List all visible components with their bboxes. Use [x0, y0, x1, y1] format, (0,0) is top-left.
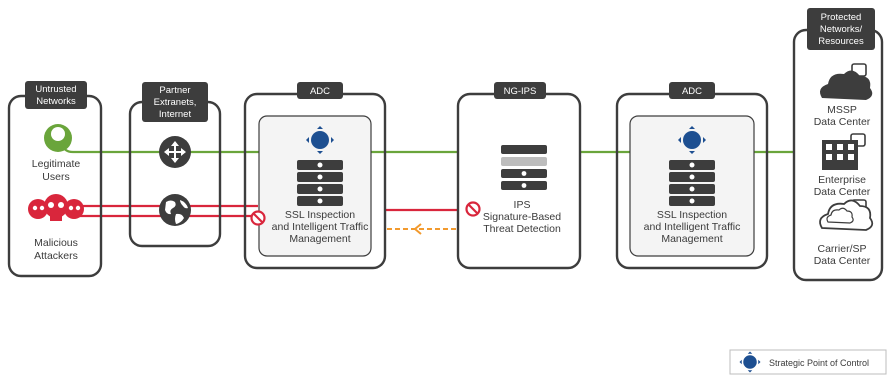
partner-header [142, 82, 208, 122]
protected-header-line1: Protected [821, 12, 862, 23]
adc-left-header [297, 82, 343, 99]
ngips-label-line1: IPS [514, 199, 531, 211]
legitimate-users-line2: Users [42, 171, 69, 183]
adc-left-label-line1: SSL Inspection [285, 209, 355, 221]
adc-right-label-line2: and Intelligent Traffic [644, 221, 741, 233]
router-icon [159, 136, 191, 168]
carrier-label-line2: Data Center [814, 255, 871, 267]
partner-header-line1: Partner [159, 85, 190, 96]
adc-right-label-line1: SSL Inspection [657, 209, 727, 221]
building-icon [822, 133, 866, 170]
skull-icon [28, 194, 84, 221]
protected-header [807, 8, 875, 50]
ips-block-icon [465, 201, 481, 217]
adc-right-header-label: ADC [682, 86, 702, 97]
untrusted-header [25, 81, 87, 109]
cloud-icon [820, 63, 873, 100]
carrier-label-line1: Carrier/SP [817, 243, 866, 255]
untrusted-header-line1: Untrusted [35, 84, 76, 95]
enterprise-label-line1: Enterprise [818, 174, 866, 186]
legend-label: Strategic Point of Control [769, 358, 869, 368]
mssp-label-line1: MSSP [827, 104, 857, 116]
ngips-label-line3: Threat Detection [483, 223, 561, 235]
protected-header-line2: Networks/ [820, 24, 863, 35]
cloud-outline-icon [819, 199, 874, 231]
malicious-attackers-line2: Attackers [34, 250, 78, 262]
ngips-label-line2: Signature-Based [483, 211, 561, 223]
ngips-header [494, 82, 546, 99]
legend: Strategic Point of Control [729, 349, 887, 375]
user-icon [44, 124, 72, 152]
mssp-label-line2: Data Center [814, 116, 871, 128]
protected-zone: Protected Networks/ Resources MSSP Data … [792, 8, 884, 282]
adc-right-box: ADC SSL Inspection and Intelligent Traff… [615, 82, 769, 270]
protected-header-line3: Resources [818, 36, 864, 47]
ips-server-icon [501, 145, 547, 190]
untrusted-zone: Untrusted Networks Legitimate Users Mali… [7, 81, 103, 278]
legitimate-users-line1: Legitimate [32, 158, 81, 170]
ngips-box: NG-IPS IPS Signature-Based Threat Detect… [456, 82, 582, 270]
return-dashed-line [387, 223, 458, 235]
partner-header-line2: Extranets, [154, 97, 197, 108]
block-icon [250, 210, 266, 226]
adc-left-label-line2: and Intelligent Traffic [272, 221, 369, 233]
malicious-attackers-line1: Malicious [34, 237, 78, 249]
adc-left-box: ADC SSL Inspection and Intelligent Traff… [243, 82, 387, 270]
adc-right-label-line3: Management [661, 233, 722, 245]
untrusted-header-line2: Networks [36, 96, 76, 107]
partner-header-line3: Internet [159, 109, 192, 120]
ngips-header-label: NG-IPS [504, 86, 537, 97]
adc-right-header [669, 82, 715, 99]
globe-icon [159, 194, 191, 226]
adc-left-header-label: ADC [310, 86, 330, 97]
adc-left-label-line3: Management [289, 233, 350, 245]
enterprise-label-line2: Data Center [814, 186, 871, 198]
partner-zone: Partner Extranets, Internet [128, 82, 222, 248]
